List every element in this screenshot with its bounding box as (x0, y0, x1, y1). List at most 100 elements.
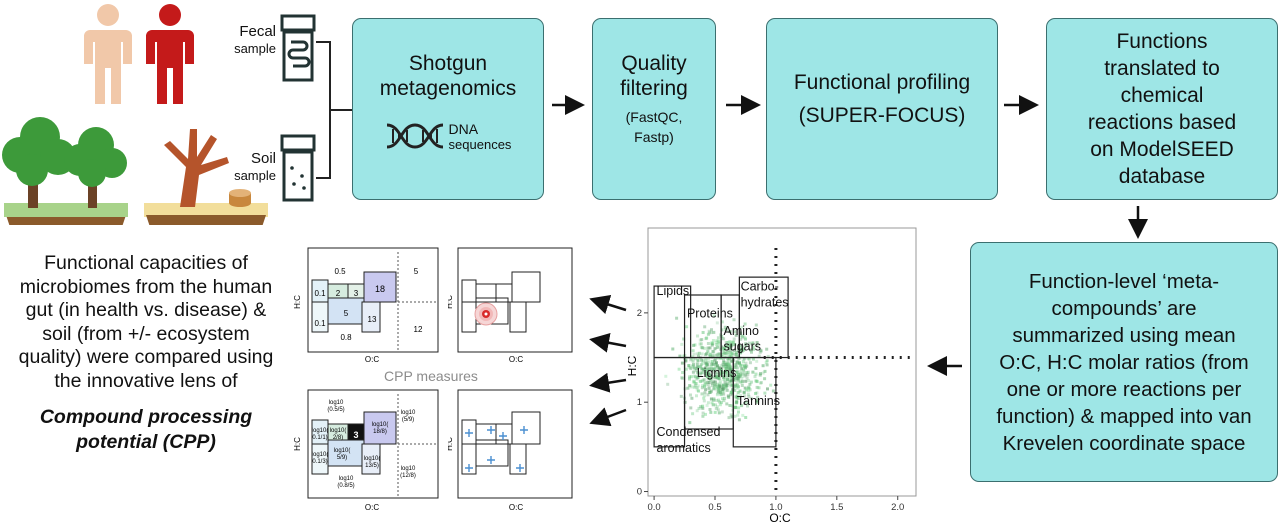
cpp-line-2: potential (CPP) (76, 431, 216, 453)
scatter-point (696, 376, 700, 380)
scatter-point (691, 364, 695, 368)
soil-jar-icon (280, 134, 316, 204)
scatter-point (726, 361, 730, 365)
region-label: hydrates (741, 296, 789, 310)
mini3-val-9: log10 (339, 476, 354, 482)
scatter-point (709, 397, 713, 401)
scatter-point (724, 345, 728, 349)
scatter-point (722, 392, 726, 396)
scatter-point (691, 359, 695, 363)
scatter-point (722, 358, 726, 362)
scatter-point (692, 352, 696, 356)
dna-label: DNA (448, 120, 479, 137)
scatter-point (715, 339, 719, 343)
scatter-point (747, 357, 751, 361)
scatter-point (757, 354, 761, 358)
scatter-point (726, 352, 730, 356)
scatter-point (695, 388, 699, 392)
scatter-point (691, 349, 695, 353)
scatter-point (765, 359, 769, 363)
y-tick-label: 0 (637, 487, 642, 498)
scatter-point (740, 345, 744, 349)
scatter-point (728, 378, 732, 382)
scatter-point (733, 389, 737, 392)
scatter-point (735, 396, 739, 400)
scatter-point (710, 341, 714, 345)
scatter-point (714, 403, 717, 407)
scatter-point (689, 367, 693, 371)
scatter-point (718, 390, 722, 394)
scatter-point (746, 373, 750, 377)
scatter-point (738, 361, 741, 365)
scatter-point (707, 367, 711, 371)
scatter-point (716, 405, 719, 409)
scatter-point (725, 365, 729, 369)
mini1-xlabel: O:C (365, 355, 379, 364)
scatter-point (733, 376, 737, 380)
scatter-point (763, 369, 767, 373)
scatter-point (708, 368, 712, 372)
scatter-point (747, 386, 751, 390)
scatter-point (725, 402, 729, 406)
scatter-point (713, 386, 717, 390)
scatter-point (755, 379, 759, 383)
scatter-point (700, 338, 704, 342)
scatter-point (759, 381, 763, 384)
scatter-point (701, 361, 705, 365)
dead-tree-icon (140, 115, 272, 227)
scatter-point (744, 361, 748, 365)
scatter-point (715, 340, 719, 344)
scatter-point (721, 392, 725, 396)
mini3-val-7: log10( (334, 448, 351, 454)
scatter-point (716, 376, 720, 380)
scatter-point (721, 397, 724, 401)
scatter-point (736, 373, 740, 376)
soil-label: Soil (250, 150, 276, 167)
mini3-ylabel: H:C (294, 437, 302, 451)
scatter-point (737, 354, 741, 358)
scatter-point (701, 331, 705, 334)
scatter-point (695, 409, 699, 413)
scatter-point (717, 398, 720, 402)
scatter-point (712, 399, 715, 402)
scatter-point (709, 364, 713, 368)
scatter-point (754, 372, 758, 376)
scatter-point (718, 372, 722, 376)
translated-text: Functions translated to chemical reactio… (1087, 30, 1237, 188)
x-tick-label: 2.0 (891, 502, 904, 513)
scatter-point (699, 362, 703, 366)
scatter-point (717, 345, 721, 349)
scatter-point (717, 339, 721, 343)
scatter-point (697, 406, 701, 410)
scatter-point (711, 353, 714, 357)
scatter-point (765, 363, 769, 367)
dna-icon (386, 123, 443, 149)
scatter-point (701, 404, 705, 408)
scatter-point (689, 357, 693, 361)
scatter-point (736, 391, 740, 394)
scatter-point (721, 362, 725, 366)
scatter-point (740, 374, 744, 378)
region-box (653, 356, 686, 448)
scatter-point (724, 341, 728, 345)
scatter-point (716, 371, 719, 375)
scatter-point (742, 348, 746, 352)
scatter-point (747, 389, 751, 393)
scatter-point (724, 382, 728, 386)
scatter-point (766, 354, 770, 358)
scatter-point (704, 370, 708, 374)
scatter-point (678, 354, 682, 358)
mini1-val-2: 0.1 (314, 289, 326, 298)
region-label: Tannins (737, 394, 780, 408)
scatter-point (723, 373, 727, 377)
scatter-point (751, 357, 755, 361)
scatter-point (700, 358, 704, 362)
scatter-point (701, 411, 705, 415)
scatter-point (711, 362, 715, 366)
scatter-point (706, 357, 710, 360)
scatter-point (713, 371, 717, 375)
scatter-point (706, 360, 710, 364)
scatter-point (763, 377, 767, 381)
scatter-point (709, 389, 713, 393)
scatter-point (730, 343, 734, 347)
